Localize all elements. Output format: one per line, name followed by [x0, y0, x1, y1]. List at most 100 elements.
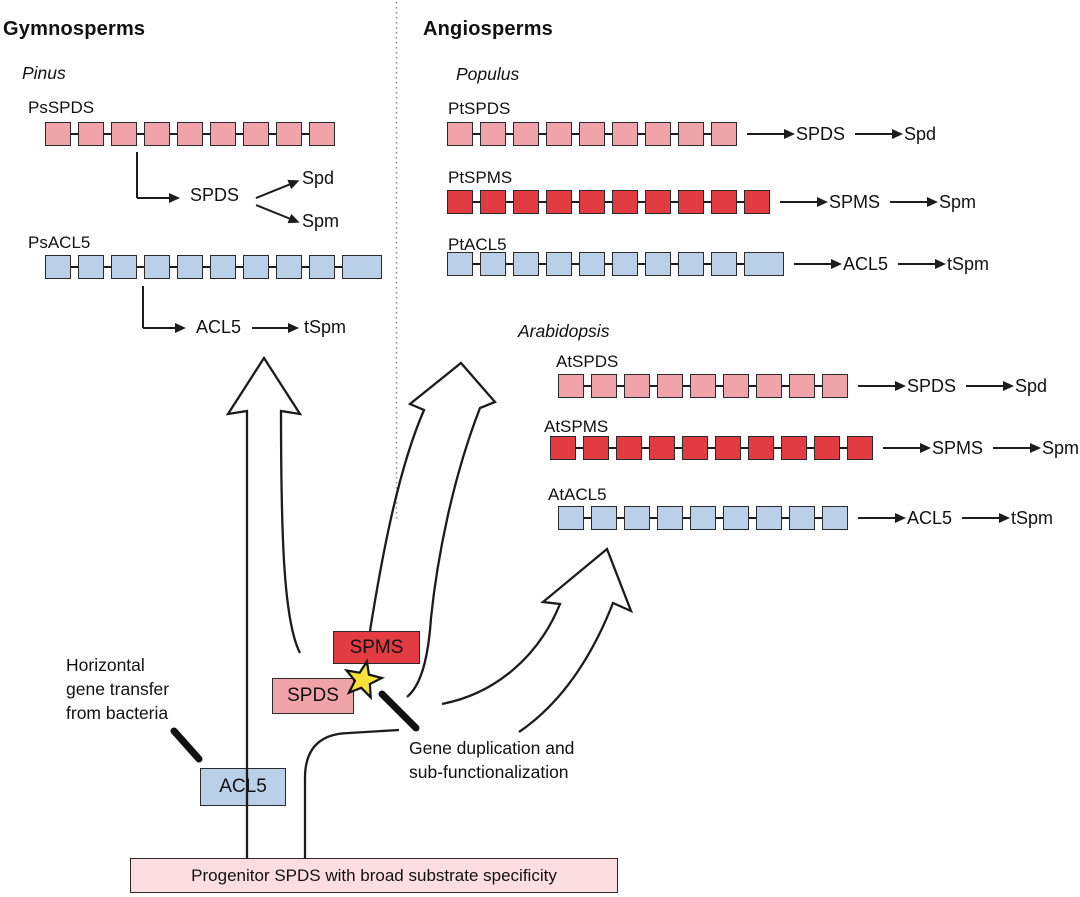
duplication-annotation-line2: sub-functionalization	[409, 762, 569, 782]
exon-box	[711, 122, 737, 146]
exon-box	[546, 190, 572, 214]
hgt-annotation-line1: Horizontal	[66, 655, 145, 675]
arrow-acl5-to-tspm	[252, 327, 290, 330]
exon-box	[744, 190, 770, 214]
arrow-icon	[780, 200, 819, 204]
exon-box	[447, 122, 473, 146]
arrow-icon	[898, 262, 938, 266]
arrow-icon	[883, 446, 922, 450]
exon-box	[645, 252, 671, 276]
spms-origin-box: SPMS	[333, 631, 420, 664]
hgt-annotation-line2: gene transfer	[66, 679, 170, 699]
exon-box	[513, 122, 539, 146]
exon-box	[210, 255, 236, 279]
exon-box	[480, 252, 506, 276]
exon-box	[744, 252, 784, 276]
exon-box	[480, 122, 506, 146]
pointer-line-duplication	[378, 690, 420, 732]
exon-box	[715, 436, 741, 460]
gene-row-ptspms: SPMS Spm	[447, 190, 976, 214]
exon-box	[78, 122, 104, 146]
exon-box	[243, 255, 269, 279]
product-label-pt-spd: Spd	[904, 123, 937, 144]
product-label-ps-tspm: tSpm	[304, 317, 347, 337]
exon-box	[276, 255, 302, 279]
exon-box	[342, 255, 382, 279]
exon-box	[480, 190, 506, 214]
product-label-at-spm: Spm	[1042, 437, 1080, 458]
gene-label-psacl5: PsACL5	[28, 233, 91, 252]
gene-label-ptacl5: PtACL5	[448, 235, 507, 254]
species-arabidopsis: Arabidopsis	[518, 321, 610, 341]
exon-box	[822, 506, 848, 530]
exon-box	[546, 122, 572, 146]
exon-box	[678, 252, 704, 276]
exon-box	[711, 190, 737, 214]
progenitor-branch-line	[303, 728, 400, 858]
exon-box	[447, 190, 473, 214]
arrow-icon	[858, 516, 897, 520]
elbow-line-psacl5	[142, 286, 145, 328]
arrow-icon	[962, 516, 1002, 520]
exon-box	[723, 506, 749, 530]
exon-box	[276, 122, 302, 146]
enzyme-label-at-acl5: ACL5	[907, 507, 953, 528]
enzyme-label-at-spds: SPDS	[907, 375, 957, 396]
duplication-annotation: Gene duplication and sub-functionalizati…	[409, 736, 574, 784]
duplication-annotation-line1: Gene duplication and	[409, 738, 575, 758]
elbow-line-psspds	[136, 152, 139, 198]
exon-box	[756, 506, 782, 530]
arrow-icon	[855, 132, 895, 136]
exon-box	[144, 122, 170, 146]
exon-box	[579, 252, 605, 276]
arrow-icon	[966, 384, 1006, 388]
exon-box	[657, 374, 683, 398]
exon-box	[579, 122, 605, 146]
species-populus: Populus	[456, 64, 520, 84]
exon-box	[243, 122, 269, 146]
heading-gymnosperms: Gymnosperms	[3, 18, 146, 40]
progenitor-label: Progenitor SPDS with broad substrate spe…	[191, 865, 557, 885]
spds-origin-box: SPDS	[272, 678, 354, 714]
exon-box	[678, 122, 704, 146]
exon-box	[591, 374, 617, 398]
exon-strip-ptacl5	[447, 252, 784, 276]
exon-box	[78, 255, 104, 279]
exon-box	[723, 374, 749, 398]
acl5-origin-label: ACL5	[219, 776, 267, 797]
enzyme-label-pt-spms: SPMS	[829, 191, 881, 212]
intron-line	[449, 200, 768, 204]
arrow-spds-to-spd	[255, 182, 292, 200]
gene-label-ptspms: PtSPMS	[448, 168, 513, 187]
exon-strip-ptspds	[447, 122, 737, 146]
gene-label-atspds: AtSPDS	[556, 352, 619, 371]
exon-box	[781, 436, 807, 460]
gene-label-atspms: AtSPMS	[544, 417, 609, 436]
exon-box	[649, 436, 675, 460]
exon-box	[447, 252, 473, 276]
enzyme-label-ps-spds: SPDS	[190, 185, 240, 205]
lineage-arrow-arabidopsis	[441, 547, 634, 733]
exon-strip-psacl5	[45, 255, 382, 279]
spds-origin-label: SPDS	[287, 685, 339, 706]
exon-box	[210, 122, 236, 146]
arrow-icon	[747, 132, 786, 136]
exon-box	[111, 122, 137, 146]
exon-box	[756, 374, 782, 398]
exon-box	[822, 374, 848, 398]
gene-row-atspms: SPMS Spm	[550, 436, 1079, 460]
enzyme-label-pt-spds: SPDS	[796, 123, 846, 144]
intron-line	[552, 446, 871, 450]
exon-box	[616, 436, 642, 460]
exon-strip-atspms	[550, 436, 873, 460]
exon-strip-atacl5	[558, 506, 848, 530]
elbow-arrow-psacl5	[143, 326, 177, 330]
exon-box	[814, 436, 840, 460]
arrow-icon	[993, 446, 1033, 450]
exon-box	[177, 122, 203, 146]
exon-box	[558, 374, 584, 398]
gene-row-atspds: SPDS Spd	[558, 374, 1047, 398]
exon-box	[678, 190, 704, 214]
exon-box	[612, 122, 638, 146]
